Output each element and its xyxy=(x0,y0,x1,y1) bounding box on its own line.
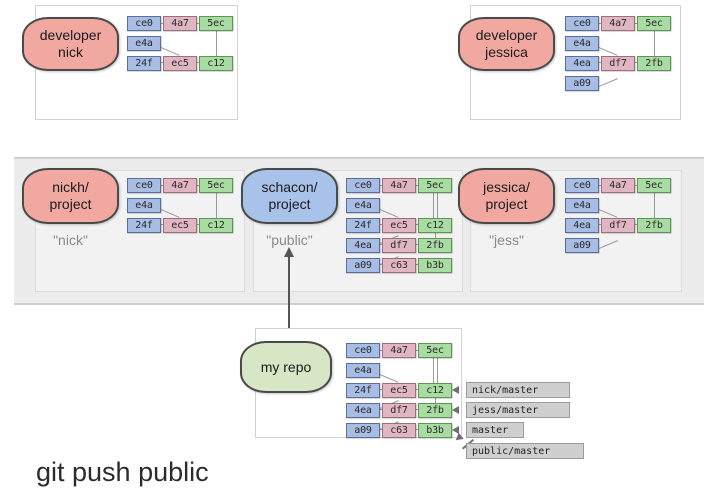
commit-node[interactable]: df7 xyxy=(382,403,416,418)
developer-jessica-title-line1: developer xyxy=(475,27,538,44)
developer-nick-title-line1: developer xyxy=(39,27,102,44)
commit-node[interactable]: a09 xyxy=(346,423,380,438)
commit-node[interactable]: ce0 xyxy=(346,178,380,193)
commit-node[interactable]: 4a7 xyxy=(163,178,197,193)
commit-node[interactable]: 24f xyxy=(346,383,380,398)
schacon-project-bubble[interactable]: schacon/ project xyxy=(241,168,338,224)
developer-nick-title-line2: nick xyxy=(58,44,83,60)
nickh-title-line2: project xyxy=(49,196,92,212)
commit-node[interactable]: ce0 xyxy=(127,178,161,193)
commit-node[interactable]: 5ec xyxy=(418,178,452,193)
commit-node[interactable]: c12 xyxy=(199,218,233,233)
jessica-title-line2: project xyxy=(485,196,528,212)
connector xyxy=(216,193,217,224)
commit-node[interactable]: c12 xyxy=(418,218,452,233)
connector xyxy=(437,358,438,389)
commit-node[interactable]: 2fb xyxy=(637,218,671,233)
commit-node[interactable]: b3b xyxy=(418,423,452,438)
commit-node[interactable]: 4a7 xyxy=(601,178,635,193)
commit-node[interactable]: df7 xyxy=(601,56,635,71)
commit-node[interactable]: 4a7 xyxy=(382,178,416,193)
developer-jessica-bubble[interactable]: developer jessica xyxy=(458,17,555,71)
push-arrow-head xyxy=(284,247,294,257)
commit-node[interactable]: 2fb xyxy=(637,56,671,71)
commit-node[interactable]: 4a7 xyxy=(382,343,416,358)
schacon-remote-name: "public" xyxy=(266,232,313,248)
my-repo-bubble[interactable]: my repo xyxy=(240,341,332,393)
commit-node[interactable]: 24f xyxy=(346,218,380,233)
connector xyxy=(216,31,217,62)
commit-node[interactable]: 5ec xyxy=(199,16,233,31)
ref-label[interactable]: master xyxy=(466,422,524,438)
jessica-remote-name: "jess" xyxy=(489,232,524,248)
commit-node[interactable]: e4a xyxy=(346,198,380,213)
commit-node[interactable]: ce0 xyxy=(346,343,380,358)
commit-node[interactable]: ce0 xyxy=(127,16,161,31)
commit-node[interactable]: 2fb xyxy=(418,238,452,253)
push-arrow-shaft xyxy=(288,255,290,350)
commit-node[interactable]: 4ea xyxy=(346,403,380,418)
caption-text: git push public xyxy=(36,457,209,487)
developer-jessica-title-line2: jessica xyxy=(485,44,528,60)
commit-node[interactable]: c12 xyxy=(199,56,233,71)
jessica-project-bubble[interactable]: jessica/ project xyxy=(458,168,555,224)
nickh-title-line1: nickh/ xyxy=(52,179,89,196)
connector xyxy=(433,193,434,224)
ref-arrow-icon xyxy=(453,432,464,444)
ref-arrow-icon xyxy=(452,406,459,414)
commit-node[interactable]: df7 xyxy=(382,238,416,253)
commit-node[interactable]: ec5 xyxy=(382,383,416,398)
commit-node[interactable]: c63 xyxy=(382,423,416,438)
connector xyxy=(654,31,655,62)
commit-node[interactable]: ce0 xyxy=(565,16,599,31)
ref-label[interactable]: jess/master xyxy=(466,402,570,418)
commit-node[interactable]: ce0 xyxy=(565,178,599,193)
commit-node[interactable]: 4a7 xyxy=(601,16,635,31)
nickh-project-bubble[interactable]: nickh/ project xyxy=(22,168,119,224)
commit-node[interactable]: 4a7 xyxy=(163,16,197,31)
schacon-title-line2: project xyxy=(268,196,311,212)
commit-node[interactable]: e4a xyxy=(127,198,161,213)
commit-node[interactable]: df7 xyxy=(601,218,635,233)
commit-node[interactable]: e4a xyxy=(127,36,161,51)
connector xyxy=(654,193,655,224)
ref-arrow-icon xyxy=(452,426,459,434)
commit-node[interactable]: a09 xyxy=(565,238,599,253)
commit-node[interactable]: 24f xyxy=(127,218,161,233)
commit-node[interactable]: b3b xyxy=(418,258,452,273)
commit-node[interactable]: 24f xyxy=(127,56,161,71)
commit-node[interactable]: ec5 xyxy=(163,218,197,233)
commit-node[interactable]: 5ec xyxy=(418,343,452,358)
ref-label[interactable]: nick/master xyxy=(466,382,570,398)
schacon-title-line1: schacon/ xyxy=(261,179,318,196)
ref-arrow-icon xyxy=(452,386,459,394)
connector xyxy=(433,358,434,389)
commit-node[interactable]: e4a xyxy=(565,36,599,51)
commit-node[interactable]: 2fb xyxy=(418,403,452,418)
connector xyxy=(437,193,438,224)
commit-node[interactable]: a09 xyxy=(346,258,380,273)
jessica-title-line1: jessica/ xyxy=(483,179,530,196)
ref-label[interactable]: public/master xyxy=(466,443,584,459)
commit-node[interactable]: a09 xyxy=(565,76,599,91)
commit-node[interactable]: c63 xyxy=(382,258,416,273)
nickh-remote-name: "nick" xyxy=(53,232,88,248)
commit-node[interactable]: c12 xyxy=(418,383,452,398)
commit-node[interactable]: 5ec xyxy=(637,178,671,193)
commit-node[interactable]: 5ec xyxy=(637,16,671,31)
my-repo-title: my repo xyxy=(260,358,312,375)
commit-node[interactable]: 5ec xyxy=(199,178,233,193)
commit-node[interactable]: 4ea xyxy=(565,218,599,233)
developer-nick-bubble[interactable]: developer nick xyxy=(22,17,119,71)
commit-node[interactable]: 4ea xyxy=(565,56,599,71)
commit-node[interactable]: 4ea xyxy=(346,238,380,253)
commit-node[interactable]: ec5 xyxy=(382,218,416,233)
commit-node[interactable]: ec5 xyxy=(163,56,197,71)
commit-node[interactable]: e4a xyxy=(565,198,599,213)
commit-node[interactable]: e4a xyxy=(346,363,380,378)
